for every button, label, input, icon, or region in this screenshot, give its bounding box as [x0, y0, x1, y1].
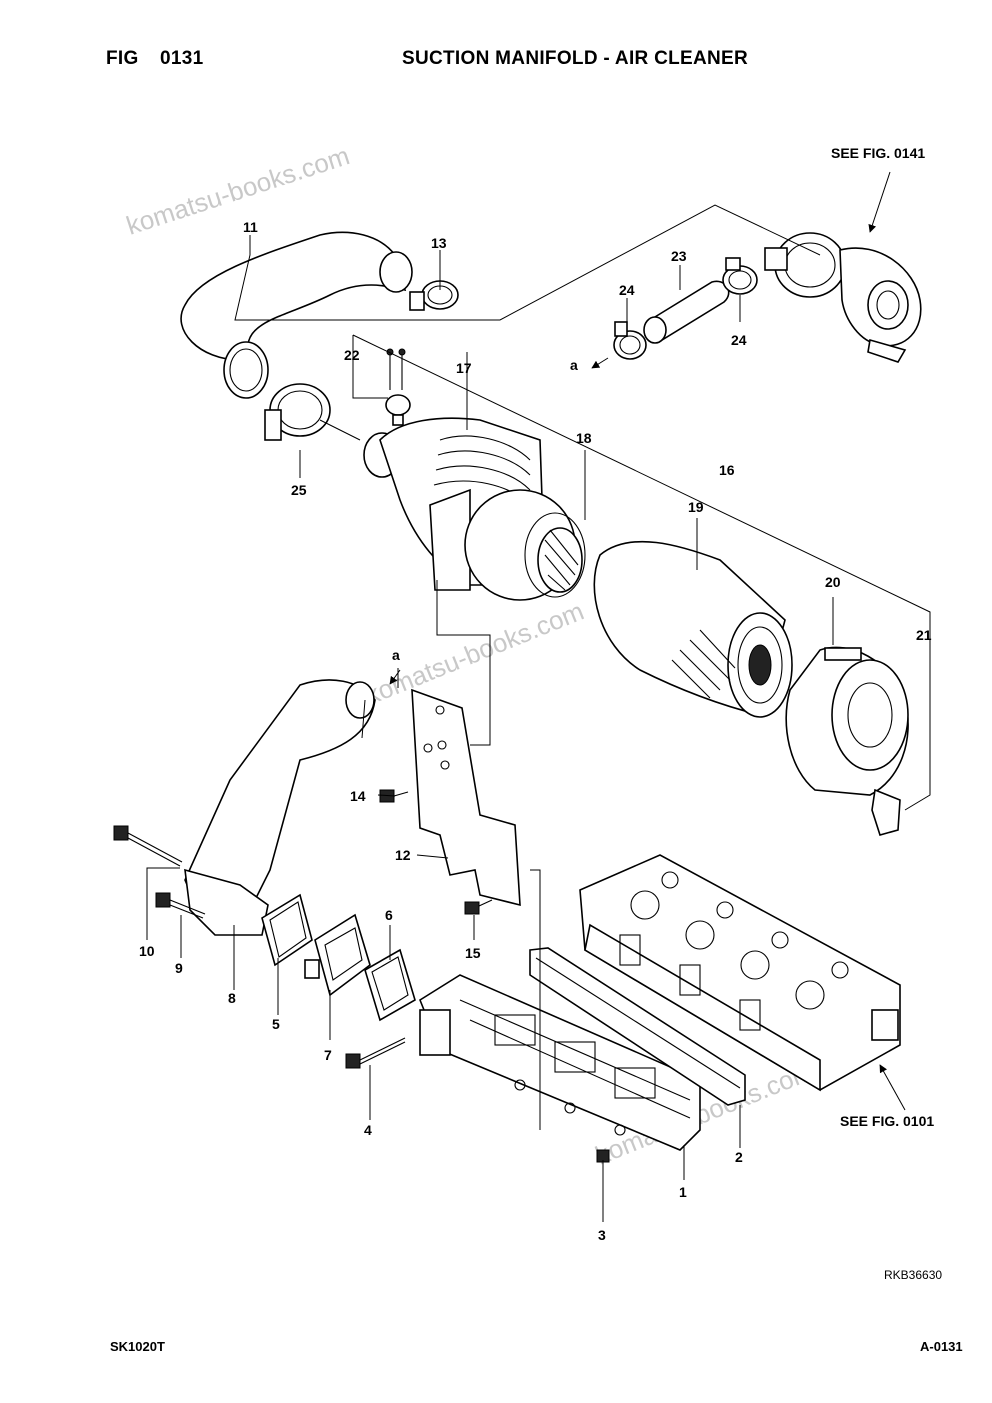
gasket-part-6 — [364, 948, 416, 1022]
callout-17: 17 — [456, 360, 472, 376]
intake-duct-part-8 — [184, 679, 376, 936]
callout-19: 19 — [688, 499, 704, 515]
callout-23: 23 — [671, 248, 687, 264]
hose-clamp-part-24-a — [613, 321, 647, 360]
callout-18: 18 — [576, 430, 592, 446]
bolt-part-10 — [113, 825, 183, 867]
callout-9: 9 — [175, 960, 183, 976]
manifold-gasket-part-2 — [529, 947, 746, 1106]
callout-24-left: 24 — [619, 282, 635, 298]
callout-5: 5 — [272, 1016, 280, 1032]
see-fig-0141: SEE FIG. 0141 — [831, 145, 925, 161]
hose-clamp-part-25 — [264, 383, 331, 441]
page-number: A-0131 — [920, 1339, 963, 1354]
callout-20: 20 — [825, 574, 841, 590]
callout-24-right: 24 — [731, 332, 747, 348]
callout-16: 16 — [719, 462, 735, 478]
turbocharger — [764, 232, 922, 363]
watermark-top: komatsu-books.com — [123, 140, 354, 240]
callout-2: 2 — [735, 1149, 743, 1165]
bolt-part-4 — [345, 1037, 406, 1069]
restriction-indicator-part-22 — [385, 348, 411, 426]
callout-14: 14 — [350, 788, 366, 804]
callout-12: 12 — [395, 847, 411, 863]
mounting-bracket-part-12 — [411, 688, 521, 907]
gasket-part-5 — [261, 893, 313, 967]
drawing-code: RKB36630 — [884, 1268, 943, 1282]
cylinder-head — [579, 854, 901, 1092]
callout-13: 13 — [431, 235, 447, 251]
callout-1: 1 — [679, 1184, 687, 1200]
intake-heater-part-7 — [304, 913, 371, 997]
hose-clamp-part-13 — [409, 280, 459, 311]
callout-11: 11 — [243, 219, 258, 235]
callout-21: 21 — [916, 627, 932, 643]
callout-labels: 11 13 23 24 24 a 22 17 18 16 19 20 21 25… — [139, 219, 932, 1243]
callout-10: 10 — [139, 943, 155, 959]
filter-element-part-19 — [593, 540, 793, 718]
figure-number: 0131 — [160, 48, 204, 69]
callout-8: 8 — [228, 990, 236, 1006]
intake-hose-part-11 — [180, 231, 413, 399]
callout-25: 25 — [291, 482, 307, 498]
callout-6: 6 — [385, 907, 393, 923]
callout-15: 15 — [465, 945, 481, 961]
air-cleaner-body-part-17 — [363, 417, 586, 601]
callout-4: 4 — [364, 1122, 372, 1138]
fig-label: FIG — [106, 48, 139, 69]
callout-a-top: a — [570, 357, 578, 373]
callout-7: 7 — [324, 1047, 332, 1063]
callout-3: 3 — [598, 1227, 606, 1243]
air-cleaner-cover-part-20-21 — [785, 646, 909, 836]
callout-a-middle: a — [392, 647, 400, 663]
model-number: SK1020T — [110, 1339, 165, 1354]
see-fig-0101: SEE FIG. 0101 — [840, 1113, 934, 1129]
bolt-part-9 — [155, 892, 206, 919]
hose-clamp-part-24-b — [722, 257, 758, 295]
callout-22: 22 — [344, 347, 360, 363]
connecting-hose-part-23 — [643, 280, 730, 344]
suction-manifold-part-1 — [419, 974, 701, 1151]
bolt-part-15 — [464, 899, 493, 915]
leader-lines — [146, 171, 931, 1222]
figure-title: SUCTION MANIFOLD - AIR CLEANER — [402, 48, 749, 69]
